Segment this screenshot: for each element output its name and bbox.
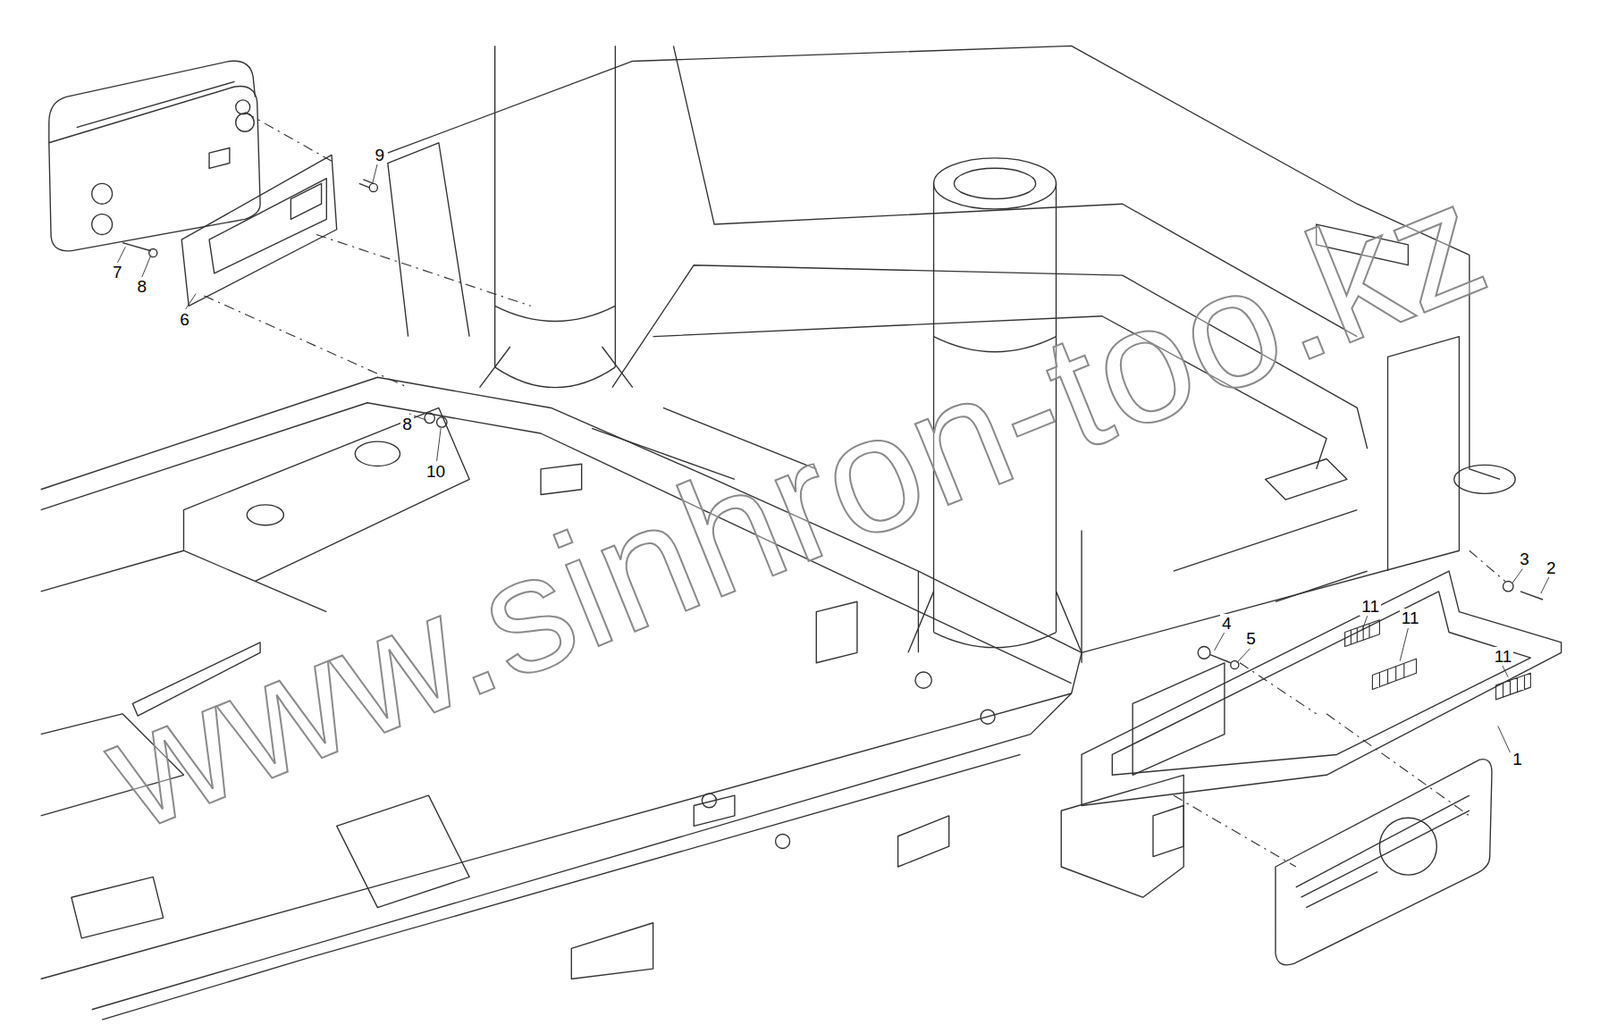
callout-number: 9 [372, 145, 387, 165]
bracket [181, 154, 337, 306]
callout-number: 1 [1510, 749, 1525, 769]
callout-number: 6 [177, 310, 192, 329]
callout-number: 3 [1517, 549, 1532, 569]
callout-number: 11 [1399, 608, 1422, 628]
grating [1345, 620, 1532, 700]
frame [41, 45, 1516, 1020]
lamp [49, 60, 261, 252]
callout-number: 8 [134, 277, 149, 296]
callout-number: 2 [1544, 558, 1558, 578]
callout-number: 10 [424, 462, 447, 481]
callout-number: 7 [110, 262, 125, 282]
callout-number: 11 [1492, 647, 1515, 666]
lamp [1275, 759, 1492, 966]
watermark: www.sinhron-too.kz [84, 153, 1507, 857]
callout-number: 5 [1244, 629, 1258, 649]
callout-number: 8 [400, 414, 414, 434]
cylinder [480, 45, 633, 388]
callout-number: 11 [1359, 597, 1382, 616]
callout-number: 4 [1220, 614, 1234, 633]
